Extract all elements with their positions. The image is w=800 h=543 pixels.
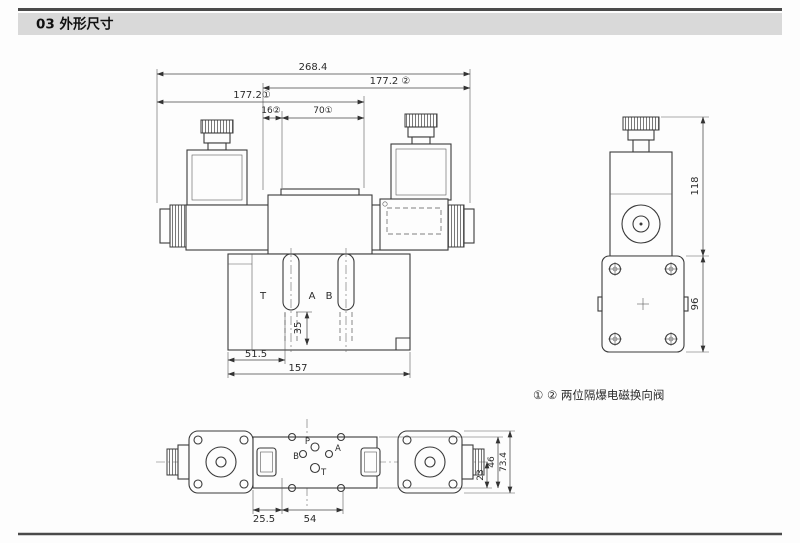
left-gland-neck	[207, 142, 227, 151]
dim-width-pos1-label: 177.2①	[233, 90, 271, 101]
dim-16-label: 16②	[261, 106, 281, 116]
dim-96-label: 96	[690, 298, 701, 311]
plan-right-knurled-cap	[472, 448, 485, 476]
central-valve-body	[267, 194, 373, 255]
subplate-foot-step	[395, 337, 410, 350]
plan-right-coil	[397, 430, 463, 494]
dim-35-label: 35	[293, 322, 304, 335]
right-coil-inner	[395, 148, 447, 196]
plan-right-cap	[461, 444, 474, 480]
junction-screw	[382, 201, 388, 207]
valve-body-band	[159, 188, 475, 255]
top-plate	[280, 188, 360, 196]
plan-port-label-b: B	[293, 452, 299, 462]
right-coil-box	[390, 143, 452, 201]
side-corner-bolts	[608, 262, 678, 346]
dim-total-width-label: 268.4	[299, 62, 328, 73]
plan-right-dimensions: 23 46 73.4	[379, 430, 515, 494]
dim-157-label: 157	[288, 363, 307, 374]
dim-73-4-label: 73.4	[499, 452, 509, 472]
side-gland-neck	[632, 139, 650, 153]
right-cable-gland-cap	[404, 113, 438, 128]
side-right-tab	[683, 296, 689, 312]
side-coil-center-dot	[639, 222, 643, 226]
plan-left-cap	[177, 444, 190, 480]
side-gland-cap	[622, 116, 660, 131]
dim-25-5-label: 25.5	[253, 514, 275, 525]
dim-118-label: 118	[690, 176, 701, 195]
side-coil-body	[609, 151, 673, 257]
plan-port-label-a: A	[335, 444, 341, 454]
port-label-b: B	[326, 291, 333, 302]
left-cable-gland-body	[203, 132, 231, 144]
left-coil-box	[186, 149, 248, 206]
right-gland-neck	[411, 136, 431, 145]
valve-type-note: ① ② 两位隔爆电磁换向阀	[533, 388, 664, 402]
front-view-drawing: 268.4 177.2 ② 177.2① 16② 70①	[156, 62, 475, 378]
dim-51-5-label: 51.5	[245, 349, 267, 360]
plan-central-body: P A B T	[252, 432, 381, 493]
side-dimensions: 118 96	[661, 116, 709, 353]
dim-70-label: 70①	[313, 106, 333, 116]
dim-width-pos2-label: 177.2 ②	[370, 76, 411, 87]
plan-left-knurled-cap	[166, 448, 179, 476]
header-background	[18, 13, 782, 35]
right-end-cap	[463, 208, 475, 244]
header-bar: 03 外形尺寸	[18, 8, 782, 35]
port-p-hole	[310, 442, 320, 452]
port-t-hole	[309, 462, 321, 474]
right-knurled-nut	[447, 204, 465, 248]
side-left-tab	[597, 296, 603, 312]
left-end-cap	[159, 208, 171, 244]
dim-23-label: 23	[476, 469, 486, 480]
port-b-hole	[298, 449, 308, 459]
front-dimension-lines	[156, 71, 471, 121]
junction-box	[379, 198, 449, 251]
port-label-t: T	[259, 291, 267, 302]
bottom-view-drawing: P A B T 23 46 73.4	[156, 419, 515, 525]
junction-box-hidden-cavity	[386, 207, 442, 235]
side-coil-face-circle	[621, 204, 661, 244]
right-cable-gland-body	[407, 126, 435, 138]
plan-bottom-dimensions: 25.5 54	[252, 478, 344, 525]
subplate-block: T A B 35	[227, 248, 411, 352]
plan-left-coil	[188, 430, 254, 494]
dim-46-label: 46	[487, 456, 497, 468]
plan-port-label-t: T	[320, 468, 327, 478]
side-view-drawing: 118 96	[597, 116, 709, 353]
left-coil-inner	[191, 154, 243, 201]
side-coil-core-circle	[632, 215, 650, 233]
port-a-hole	[324, 449, 334, 459]
plan-port-label-p: P	[305, 437, 310, 447]
right-solenoid	[390, 113, 452, 201]
subplate-outline	[227, 253, 411, 351]
dim-54-label: 54	[304, 514, 317, 525]
front-bottom-dimensions: 51.5 157	[227, 313, 411, 378]
left-solenoid	[186, 119, 248, 206]
left-knurled-nut	[169, 204, 187, 248]
port-label-a: A	[309, 291, 316, 302]
side-gland-body	[627, 129, 655, 141]
left-cable-gland-cap	[200, 119, 234, 134]
section-title: 03 外形尺寸	[36, 16, 114, 33]
